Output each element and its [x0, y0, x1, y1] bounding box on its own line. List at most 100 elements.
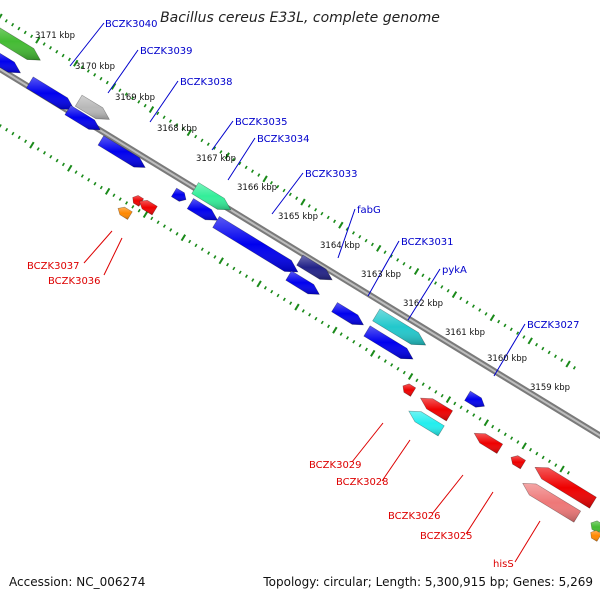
- tick-mark: [497, 319, 501, 324]
- kbp-label: 3167 kbp: [196, 154, 236, 164]
- tick-mark: [407, 372, 414, 380]
- kbp-label: 3171 kbp: [35, 31, 75, 41]
- tick-mark: [421, 382, 425, 386]
- tick-mark: [42, 42, 46, 46]
- tick-mark: [112, 193, 116, 198]
- tick-mark: [383, 359, 387, 363]
- gene-arrow-shade: [0, 27, 41, 61]
- tick-mark: [294, 303, 300, 311]
- tick-mark: [0, 124, 2, 128]
- tick-mark: [428, 386, 432, 390]
- tick-mark: [262, 175, 268, 183]
- tick-mark: [541, 346, 545, 351]
- tick-mark: [142, 211, 149, 219]
- tick-mark: [125, 201, 129, 205]
- label-leader-line: [465, 491, 494, 535]
- tick-mark: [358, 234, 362, 239]
- tick-mark: [465, 409, 469, 413]
- tick-mark: [35, 36, 41, 44]
- label-leader-line: [211, 120, 234, 151]
- tick-mark: [55, 158, 59, 163]
- tick-mark: [497, 428, 501, 433]
- tick-mark: [503, 432, 507, 437]
- tick-mark: [364, 347, 368, 352]
- tick-mark: [446, 288, 450, 293]
- gene-arrow-shade: [590, 520, 600, 534]
- tick-mark: [413, 267, 420, 275]
- tick-mark: [74, 170, 78, 174]
- tick-mark: [4, 19, 8, 23]
- tick-mark: [137, 100, 141, 104]
- topology-text: Topology: circular; Length: 5,300,915 bp…: [262, 575, 593, 589]
- tick-mark: [257, 173, 261, 177]
- tick-mark: [194, 134, 198, 139]
- tick-mark: [282, 188, 286, 193]
- tick-mark: [11, 22, 15, 27]
- tick-mark: [547, 350, 551, 355]
- tick-mark: [42, 151, 47, 155]
- tick-mark: [529, 447, 533, 452]
- tick-mark: [332, 326, 338, 334]
- tick-mark: [73, 59, 79, 67]
- label-leader-line: [493, 323, 526, 377]
- gene-arrow-shade: [138, 199, 158, 216]
- label-leader-line: [407, 268, 441, 321]
- tick-mark: [554, 463, 558, 467]
- kbp-label: 3164 kbp: [320, 241, 360, 251]
- gene-arrow-shade: [408, 410, 445, 437]
- label-leader-line: [271, 172, 304, 215]
- tick-mark: [566, 471, 570, 475]
- tick-mark: [175, 232, 179, 236]
- outer-tick-ring: [0, 13, 576, 370]
- tick-mark: [434, 390, 438, 394]
- reverse-gene-labels: BCZK3037 BCZK3036 BCZK3029 BCZK3028 BCZK…: [27, 261, 514, 570]
- tick-mark: [572, 366, 576, 370]
- tick-mark: [200, 138, 204, 143]
- tick-mark: [535, 342, 539, 347]
- gene-arrow-shade: [473, 432, 504, 454]
- kbp-label: 3159 kbp: [530, 383, 570, 393]
- gene-arrow-shade: [534, 466, 597, 509]
- gene-label-bczk3039: BCZK3039: [140, 46, 193, 57]
- kbp-label: 3162 kbp: [403, 299, 443, 309]
- gene-label-pyka: pykA: [442, 265, 467, 276]
- tick-mark: [213, 146, 217, 150]
- tick-mark: [67, 164, 73, 172]
- tick-mark: [181, 127, 185, 131]
- gene-label-bczk3038: BCZK3038: [180, 77, 233, 88]
- tick-mark: [150, 216, 154, 221]
- gene-label-bczk3029: BCZK3029: [309, 460, 362, 471]
- gene-arrow-shade: [25, 76, 75, 110]
- tick-mark: [516, 440, 520, 444]
- tick-mark: [489, 314, 496, 322]
- tick-mark: [276, 293, 280, 298]
- tick-mark: [30, 34, 34, 39]
- tick-mark: [483, 419, 490, 427]
- tick-mark: [453, 401, 457, 406]
- tick-mark: [67, 57, 71, 62]
- gene-arrow-shade: [132, 195, 145, 207]
- tick-mark: [206, 142, 210, 147]
- tick-mark: [251, 278, 255, 282]
- tick-mark: [148, 106, 155, 114]
- gene-arrow-shade: [419, 397, 454, 422]
- tick-mark: [345, 336, 349, 340]
- tick-mark: [207, 251, 211, 255]
- tick-mark: [440, 285, 444, 289]
- tick-mark: [104, 187, 111, 195]
- forward-gene-labels: BCZK3040 BCZK3039 BCZK3038 BCZK3035 BCZK…: [105, 19, 580, 331]
- tick-mark: [232, 157, 236, 162]
- tick-mark: [86, 69, 90, 73]
- tick-mark: [200, 247, 204, 252]
- tick-mark: [156, 111, 160, 116]
- gene-arrow-shade: [170, 187, 187, 202]
- gene-arrow-shade: [402, 383, 417, 397]
- kbp-label: 3160 kbp: [487, 354, 527, 364]
- gene-label-bczk3036: BCZK3036: [48, 276, 101, 287]
- tick-mark: [338, 221, 344, 229]
- gene-label-bczk3033: BCZK3033: [305, 169, 358, 180]
- tick-mark: [295, 196, 299, 200]
- tick-mark: [118, 197, 122, 201]
- tick-mark: [124, 92, 128, 96]
